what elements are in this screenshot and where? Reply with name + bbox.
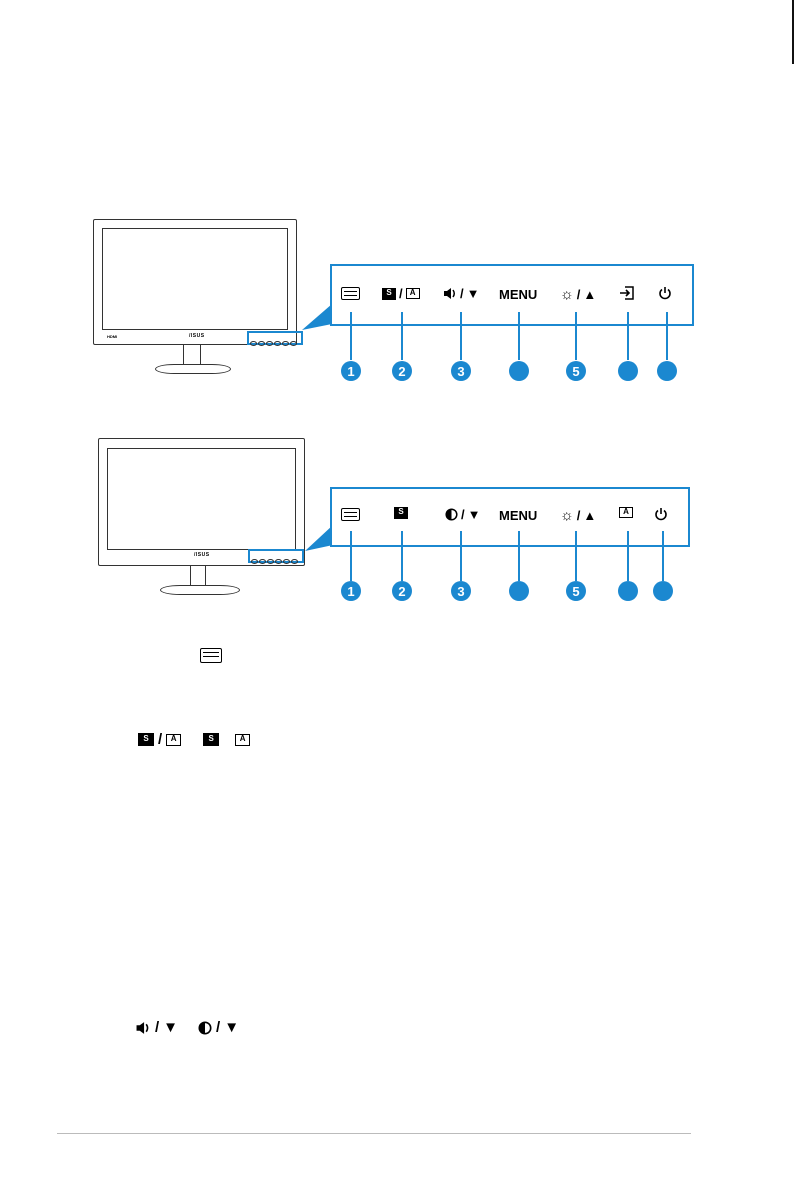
badge-6-b xyxy=(618,581,638,601)
monitor-logo-b: /ISUS xyxy=(194,552,210,558)
splendid-icon-b: S xyxy=(394,507,408,519)
badge-6-a xyxy=(618,361,638,381)
auto-icon: A xyxy=(405,288,420,299)
volume-contrast-inline-icons: /▼ /▼ xyxy=(135,1019,239,1036)
power-button-b[interactable] xyxy=(654,507,668,521)
input-select-icon xyxy=(620,286,634,300)
osd-panel-button-b[interactable] xyxy=(341,508,360,521)
osd-panel-icon-b xyxy=(341,508,360,521)
monitor-illustration-a: HDMI /ISUS xyxy=(93,219,305,375)
footer-rule xyxy=(57,1133,691,1134)
menu-label-b: MENU xyxy=(499,508,538,523)
callout-wedge-b xyxy=(305,525,333,551)
badge-4-a xyxy=(509,361,529,381)
speaker-icon xyxy=(444,288,455,299)
contrast-icon xyxy=(445,508,458,521)
badge-7-b xyxy=(653,581,673,601)
monitor-illustration-b: /ISUS xyxy=(98,438,310,596)
badge-3-b: 3 xyxy=(451,581,471,601)
down-arrow-label: ▼ xyxy=(466,286,480,301)
brightness-up-button-a[interactable]: ☼/▲ xyxy=(560,286,597,303)
splendid-auto-inline-icons: S/A S A xyxy=(138,731,251,748)
power-icon-b xyxy=(655,508,667,521)
volume-down-button-a[interactable]: /▼ xyxy=(443,286,480,301)
badge-3-a: 3 xyxy=(451,361,471,381)
splendid-auto-button-a[interactable]: S/A xyxy=(382,286,420,301)
sun-icon-b: ☼ xyxy=(560,507,574,524)
badge-1-a: 1 xyxy=(341,361,361,381)
up-arrow-label-b: ▲ xyxy=(583,508,597,523)
button-strip-highlight xyxy=(247,331,303,346)
osd-panel-icon xyxy=(341,287,360,300)
badge-4-b xyxy=(509,581,529,601)
input-select-button-a[interactable] xyxy=(619,286,635,300)
hdmi-logo: HDMI xyxy=(107,334,118,339)
power-button-a[interactable] xyxy=(658,286,672,300)
badge-2-a: 2 xyxy=(392,361,412,381)
page-edge-rule xyxy=(792,0,794,64)
osd-panel-button-a[interactable] xyxy=(341,287,360,300)
up-arrow-label: ▲ xyxy=(583,287,597,302)
badge-7-a xyxy=(657,361,677,381)
menu-label: MENU xyxy=(499,287,538,302)
button-strip-highlight-b xyxy=(248,549,304,564)
osd-panel-inline-icon xyxy=(200,648,222,663)
monitor-logo: /ISUS xyxy=(189,333,205,339)
brightness-up-button-b[interactable]: ☼/▲ xyxy=(560,507,597,524)
speaker-inline-icon xyxy=(136,1021,149,1034)
contrast-inline-icon xyxy=(198,1020,212,1035)
splendid-icon: S xyxy=(382,287,396,300)
splendid-button-b[interactable]: S xyxy=(394,507,408,519)
down-arrow-label-b: ▼ xyxy=(467,507,481,522)
power-icon xyxy=(659,287,671,300)
sun-icon: ☼ xyxy=(560,286,574,303)
auto-adjust-icon: A xyxy=(619,507,633,518)
badge-5-b: 5 xyxy=(566,581,586,601)
menu-button-a[interactable]: MENU xyxy=(499,287,537,302)
menu-button-b[interactable]: MENU xyxy=(499,508,537,523)
badge-5-a: 5 xyxy=(566,361,586,381)
auto-adjust-button-b[interactable]: A xyxy=(619,507,633,518)
contrast-down-button-b[interactable]: /▼ xyxy=(445,507,481,522)
badge-2-b: 2 xyxy=(392,581,412,601)
callout-wedge-a xyxy=(302,304,332,330)
badge-1-b: 1 xyxy=(341,581,361,601)
